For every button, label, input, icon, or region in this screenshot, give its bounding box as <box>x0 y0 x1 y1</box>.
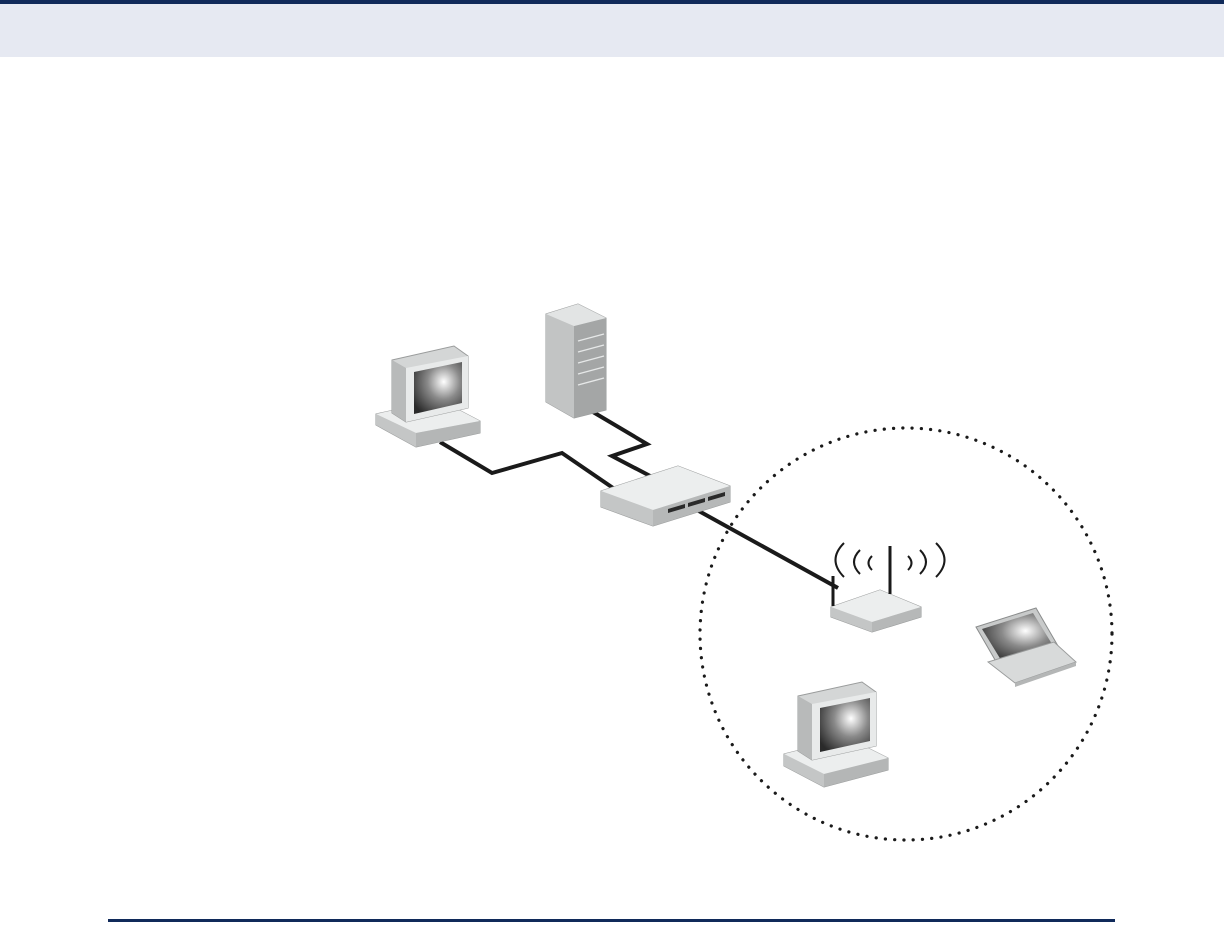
laptop-icon <box>976 608 1076 687</box>
cable-desktop-to-switch <box>440 442 616 490</box>
tower-server-icon <box>546 304 606 418</box>
footer-rule <box>108 919 1115 922</box>
cable-server-to-switch <box>593 412 654 478</box>
wireless-desktop-computer-icon <box>784 682 888 787</box>
wired-desktop-computer-icon <box>376 346 480 447</box>
wireless-access-point-icon <box>831 546 921 632</box>
